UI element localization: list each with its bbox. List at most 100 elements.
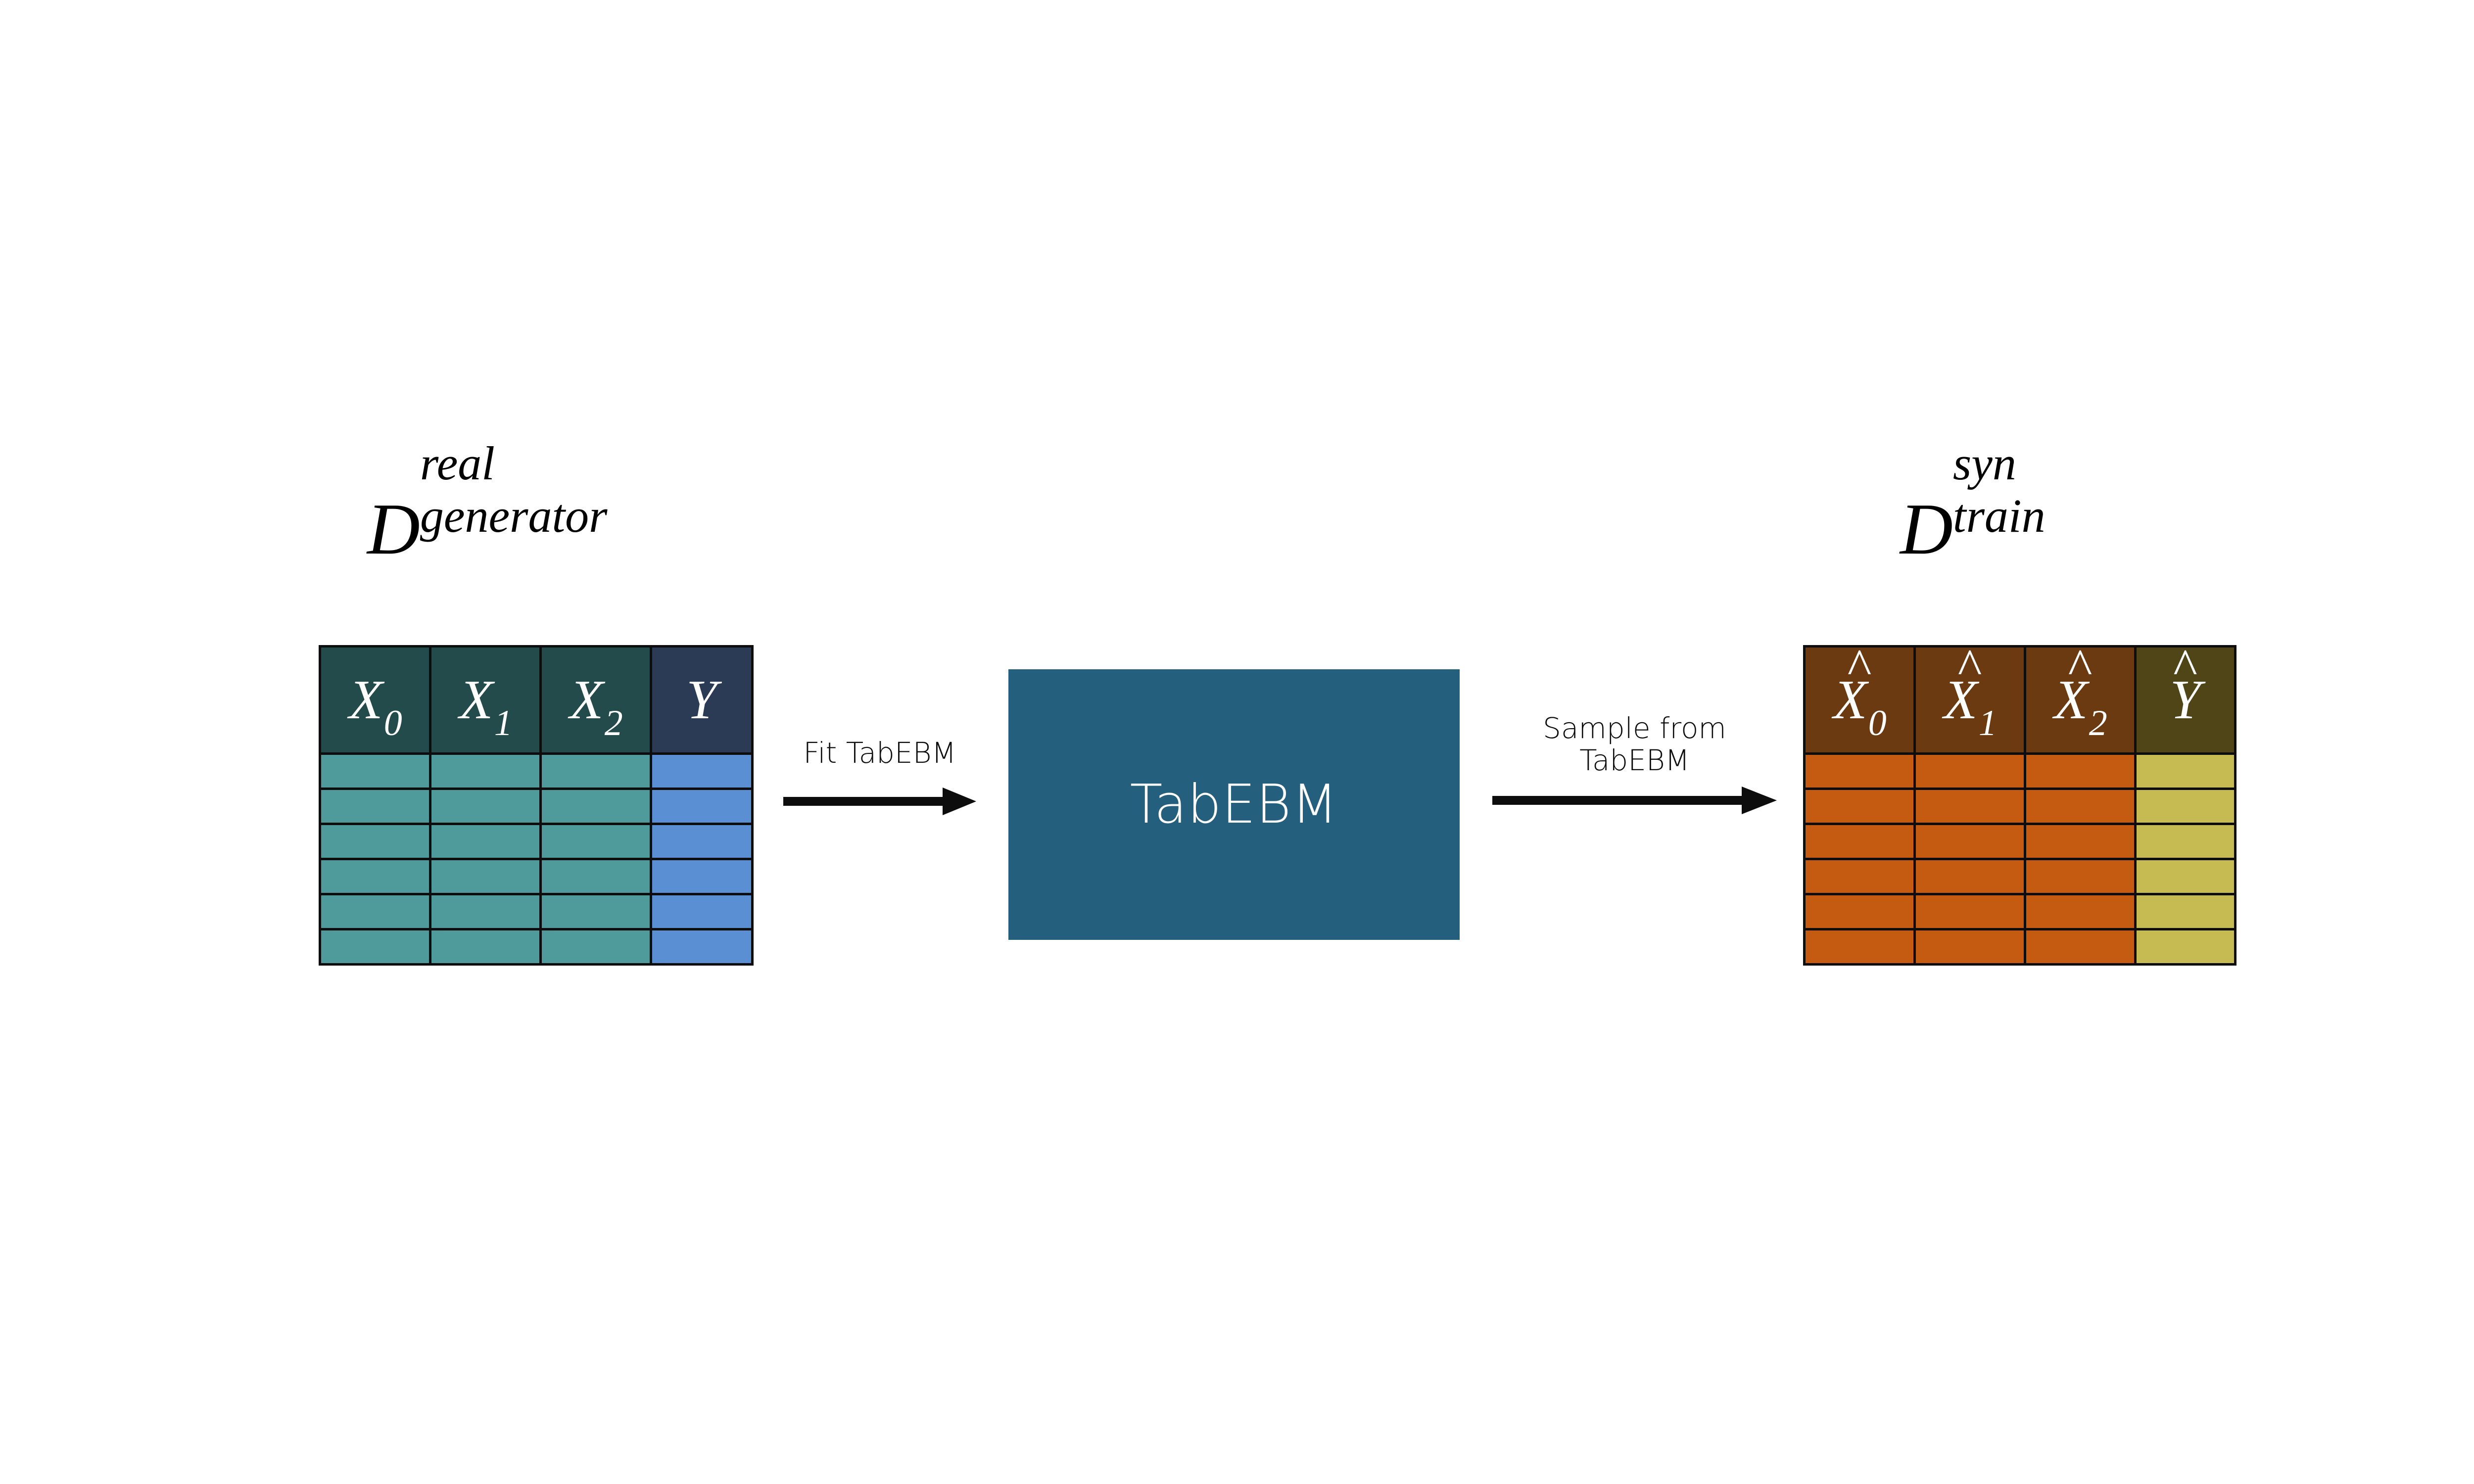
cell-y xyxy=(650,788,754,825)
cell-x0 xyxy=(319,928,431,966)
cell-xhat1 xyxy=(1913,752,2026,790)
sample-arrow-icon xyxy=(1492,787,1777,814)
cell-x2 xyxy=(539,788,652,825)
cell-y xyxy=(650,823,754,860)
header-subscript-xhat0: 0 xyxy=(1868,703,1887,743)
cell-xhat2 xyxy=(2024,893,2137,930)
fit-arrow-label: Fit TabEBM xyxy=(803,736,956,770)
header-base-x0: X xyxy=(349,669,383,731)
left-label-subscript: generator xyxy=(420,489,608,542)
column-header-yhat: ^Y xyxy=(2134,642,2236,755)
header-base-x2: X xyxy=(570,669,604,731)
header-subscript-x0: 0 xyxy=(383,703,402,743)
header-base-xhat2: X xyxy=(2054,669,2088,731)
cell-y xyxy=(650,928,754,966)
cell-xhat1 xyxy=(1913,928,2026,966)
hat-accent-icon: ^ xyxy=(1957,639,1982,696)
column-header-xhat1: ^X1 xyxy=(1913,642,2026,755)
cell-yhat xyxy=(2134,823,2236,860)
cell-yhat xyxy=(2134,893,2236,930)
cell-x2 xyxy=(539,823,652,860)
cell-x1 xyxy=(429,893,542,930)
header-symbol-x1: X1 xyxy=(459,669,512,742)
tabebm-model-box: TabEBM xyxy=(1008,669,1460,940)
column-header-y: Y xyxy=(650,645,754,755)
cell-xhat0 xyxy=(1803,788,1916,825)
table-row xyxy=(1803,823,2236,860)
right-label-subscript: train xyxy=(1952,489,2046,542)
header-symbol-x0: X0 xyxy=(349,669,402,742)
table-row xyxy=(1803,928,2236,966)
right-label-superscript: syn xyxy=(1952,437,2016,490)
cell-xhat2 xyxy=(2024,928,2137,966)
header-base-y: Y xyxy=(686,669,717,731)
column-header-x0: X0 xyxy=(319,645,431,755)
cell-x0 xyxy=(319,858,431,895)
cell-xhat0 xyxy=(1803,858,1916,895)
cell-xhat0 xyxy=(1803,752,1916,790)
hat-accent-icon: ^ xyxy=(2173,639,2197,696)
cell-y xyxy=(650,752,754,790)
cell-x2 xyxy=(539,893,652,930)
table-row xyxy=(1803,788,2236,825)
right-label-base: D xyxy=(1900,488,1953,570)
header-symbol-x2: X2 xyxy=(570,669,622,742)
header-base-xhat1: X xyxy=(1944,669,1978,731)
hat-accent-icon: ^ xyxy=(1847,639,1872,696)
cell-x0 xyxy=(319,752,431,790)
table-header-row: ^X0 ^X1 ^X2 ^Y xyxy=(1803,642,2236,755)
cell-xhat1 xyxy=(1913,893,2026,930)
column-header-xhat0: ^X0 xyxy=(1803,642,1916,755)
cell-xhat2 xyxy=(2024,788,2137,825)
table-row xyxy=(1803,858,2236,895)
cell-xhat2 xyxy=(2024,858,2137,895)
header-subscript-xhat2: 2 xyxy=(2089,703,2107,743)
cell-y xyxy=(650,893,754,930)
cell-xhat1 xyxy=(1913,858,2026,895)
header-base-xhat0: X xyxy=(1833,669,1867,731)
table-row xyxy=(1803,752,2236,790)
cell-x1 xyxy=(429,788,542,825)
real-data-table: X0 X1 X2 Y xyxy=(319,645,754,966)
table-row xyxy=(319,823,754,860)
cell-x1 xyxy=(429,823,542,860)
header-symbol-xhat0: ^X0 xyxy=(1833,642,1886,742)
header-base-yhat: Y xyxy=(2170,669,2201,731)
cell-x0 xyxy=(319,823,431,860)
header-base-x1: X xyxy=(459,669,493,731)
cell-xhat1 xyxy=(1913,823,2026,860)
cell-xhat2 xyxy=(2024,752,2137,790)
table-row xyxy=(319,928,754,966)
left-label-base: D xyxy=(367,488,420,570)
header-subscript-xhat1: 1 xyxy=(1978,703,1997,743)
header-symbol-y: Y xyxy=(686,672,717,728)
cell-x2 xyxy=(539,752,652,790)
hat-accent-icon: ^ xyxy=(2068,639,2093,696)
cell-x1 xyxy=(429,858,542,895)
cell-y xyxy=(650,858,754,895)
left-label-superscript: real xyxy=(420,437,495,490)
cell-yhat xyxy=(2134,928,2236,966)
column-header-x1: X1 xyxy=(429,645,542,755)
table-row xyxy=(319,858,754,895)
cell-xhat2 xyxy=(2024,823,2137,860)
header-symbol-xhat2: ^X2 xyxy=(2054,642,2107,742)
table-header-row: X0 X1 X2 Y xyxy=(319,645,754,755)
cell-x0 xyxy=(319,893,431,930)
synthetic-data-table: ^X0 ^X1 ^X2 ^Y xyxy=(1803,642,2236,966)
cell-yhat xyxy=(2134,858,2236,895)
cell-xhat0 xyxy=(1803,893,1916,930)
cell-xhat1 xyxy=(1913,788,2026,825)
cell-xhat0 xyxy=(1803,823,1916,860)
table-row xyxy=(319,788,754,825)
table-row xyxy=(1803,893,2236,930)
table-row xyxy=(319,752,754,790)
cell-xhat0 xyxy=(1803,928,1916,966)
cell-x2 xyxy=(539,858,652,895)
column-header-x2: X2 xyxy=(539,645,652,755)
